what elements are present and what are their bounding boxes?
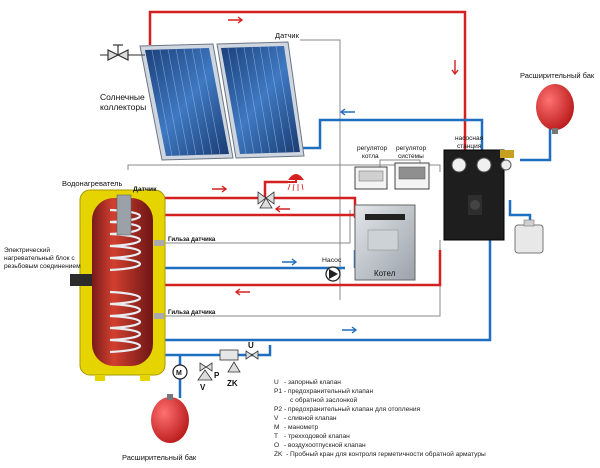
valve-zk-label: ZK [227,379,238,388]
legend-code-8: ZK [274,451,283,458]
collector-cold-line [300,118,484,165]
legend-text-6: - трехходовой клапан [284,432,350,440]
legend-text-0: - запорный клапан [284,378,341,386]
legend-code-6: T [274,433,278,440]
solar-collectors-label-1: Солнечные [100,92,145,102]
legend-text-3: - предохранительный клапан для отопления [284,405,421,413]
pump-station-safety-group [500,150,514,171]
pump-station-device [443,149,505,241]
water-heater-label: Водонагреватель [62,179,123,188]
regulator-boiler-label-1: регулятор [357,145,388,152]
sleeve-wire-1 [160,210,351,244]
electric-block-label-3: резьбовым соединением [4,262,81,270]
legend: U - запорный клапан P1 - предохранительн… [274,378,486,458]
sensor-sleeve-label-1: Гильза датчика [168,236,216,243]
pump-label: Насос [322,257,342,264]
legend-code-0: U [274,379,279,386]
legend-code-4: V [274,415,279,422]
cold-inlet [160,345,272,357]
boiler-label: Котел [374,269,396,278]
flow-arrows [212,16,459,334]
labels: Солнечные коллекторы Датчик Расширительн… [4,31,595,462]
legend-code-5: M [274,424,280,431]
three-way-valve [257,191,275,209]
legend-text-2: с обратной заслонкой [290,396,357,404]
valve-v-label: V [200,383,206,392]
regulator-system-device [394,162,430,190]
exp-tank-line [520,128,552,162]
solar-coil-return [160,240,492,342]
bottom-valve-group [172,349,259,381]
drain-canister [514,219,544,254]
legend-text-4: - сливной клапан [284,414,337,422]
collector-sensor-label: Датчик [275,31,300,40]
valve-u-label: U [248,341,254,350]
solar-collectors-label-2: коллекторы [100,102,146,112]
regulator-boiler-device [354,166,388,190]
regulator-system-label-1: регулятор [396,145,427,152]
air-vent-valve [100,44,145,61]
electric-block-label-2: нагревательный блок с [4,254,75,262]
legend-code-3: P2 [274,406,282,413]
regulator-boiler-label-2: котла [362,153,379,160]
legend-code-7: O [274,442,279,449]
legend-code-1: P1 [274,388,282,395]
collector-sensor-wire [300,39,341,300]
electric-block-label-1: Электрический [4,246,50,254]
valve-p-label: P [214,371,220,380]
shower-line [263,180,288,198]
collector-hot-line [148,10,467,165]
pump [325,266,341,282]
expansion-tank-right [536,84,574,134]
water-heater-tank [70,189,166,381]
pump-station-label-2: станция [457,143,482,150]
heater-coil-return [160,250,442,287]
expansion-tank-bottom-label: Расширительный бак [122,453,197,462]
legend-text-8: - Пробный кран для контроля герметичност… [286,450,486,458]
boiler-unit [354,204,416,281]
legend-text-1: - предохранительный клапан [284,387,373,395]
solar-collectors [139,41,305,161]
shower-head [287,174,304,192]
legend-text-7: - воздухоотпускной клапан [284,441,366,449]
expansion-tank-right-label: Расширительный бак [520,71,595,80]
sensor-sleeve-label-2: Гильза датчика [168,309,216,316]
regulator-system-label-2: системы [398,153,424,160]
legend-text-5: - манометр [284,424,319,431]
pump-station-label-1: насосная [455,135,484,142]
tank-sensor-wire [127,164,441,172]
manometer-label: M [176,370,182,377]
tank-sensor-label: Датчик [133,186,157,193]
expansion-tank-bottom [151,394,189,443]
